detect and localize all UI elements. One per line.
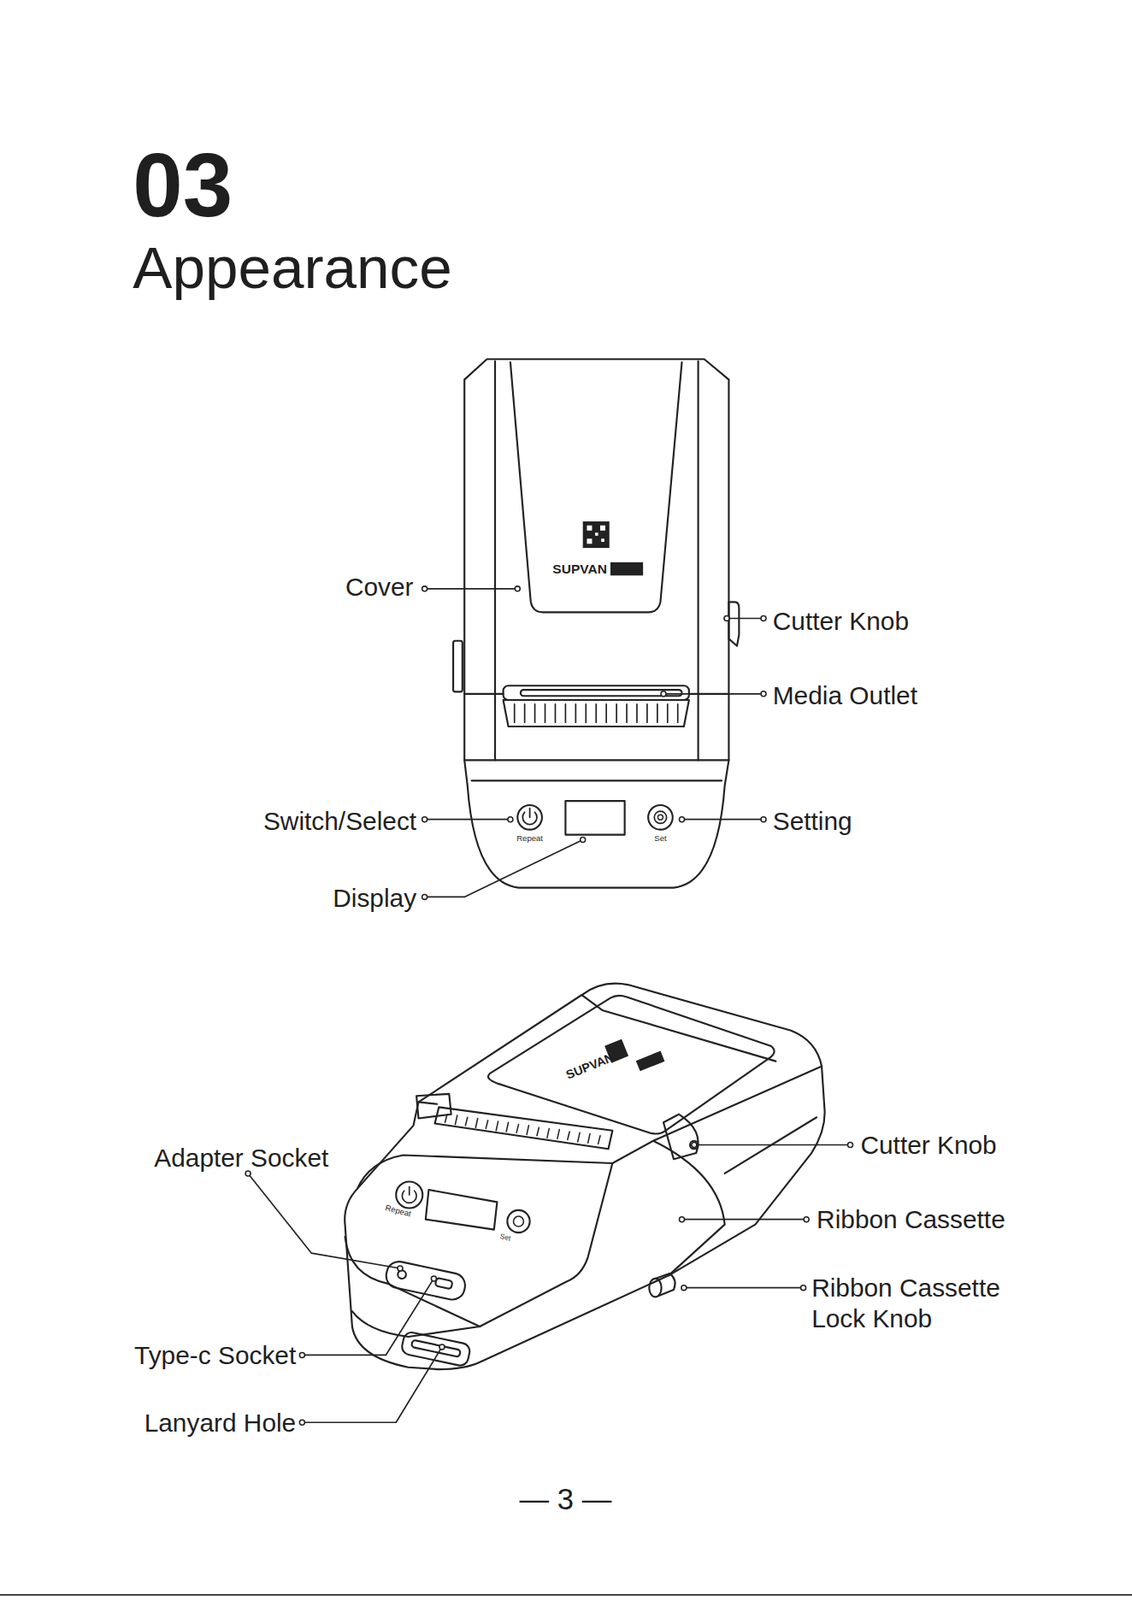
part-label: Display	[332, 883, 417, 914]
logo-text: SUPVAN	[564, 1050, 617, 1084]
button-label: Repeat	[383, 1203, 413, 1221]
button-label: Set	[654, 834, 667, 844]
page-rule	[0, 1594, 1132, 1597]
button-label: Set	[499, 1232, 513, 1245]
part-label: Type-c Socket	[134, 1340, 296, 1372]
part-label: Media Outlet	[772, 679, 918, 711]
page-number: — 3 —	[519, 1482, 613, 1519]
leader-dots	[245, 586, 853, 1426]
part-label: Cutter Knob	[860, 1130, 997, 1162]
part-label: Lanyard Hole	[144, 1407, 297, 1439]
part-label: Ribbon Cassette	[816, 1204, 1006, 1236]
part-label: Adapter Socket	[153, 1142, 329, 1174]
part-label: Setting	[772, 805, 853, 837]
button-label: Repeat	[516, 834, 543, 844]
printer-front-view	[453, 359, 739, 888]
logo-text: SUPVAN	[552, 561, 608, 578]
part-label: Cutter Knob	[772, 605, 909, 637]
part-label: Cover	[345, 571, 414, 603]
part-label: Ribbon Cassette Lock Knob	[811, 1273, 1016, 1335]
part-label: Switch/Select	[263, 805, 417, 837]
leader-lines	[247, 589, 850, 1423]
page-title: Appearance	[132, 231, 452, 303]
printer-perspective-view	[344, 984, 825, 1371]
section-number: 03	[132, 131, 233, 240]
